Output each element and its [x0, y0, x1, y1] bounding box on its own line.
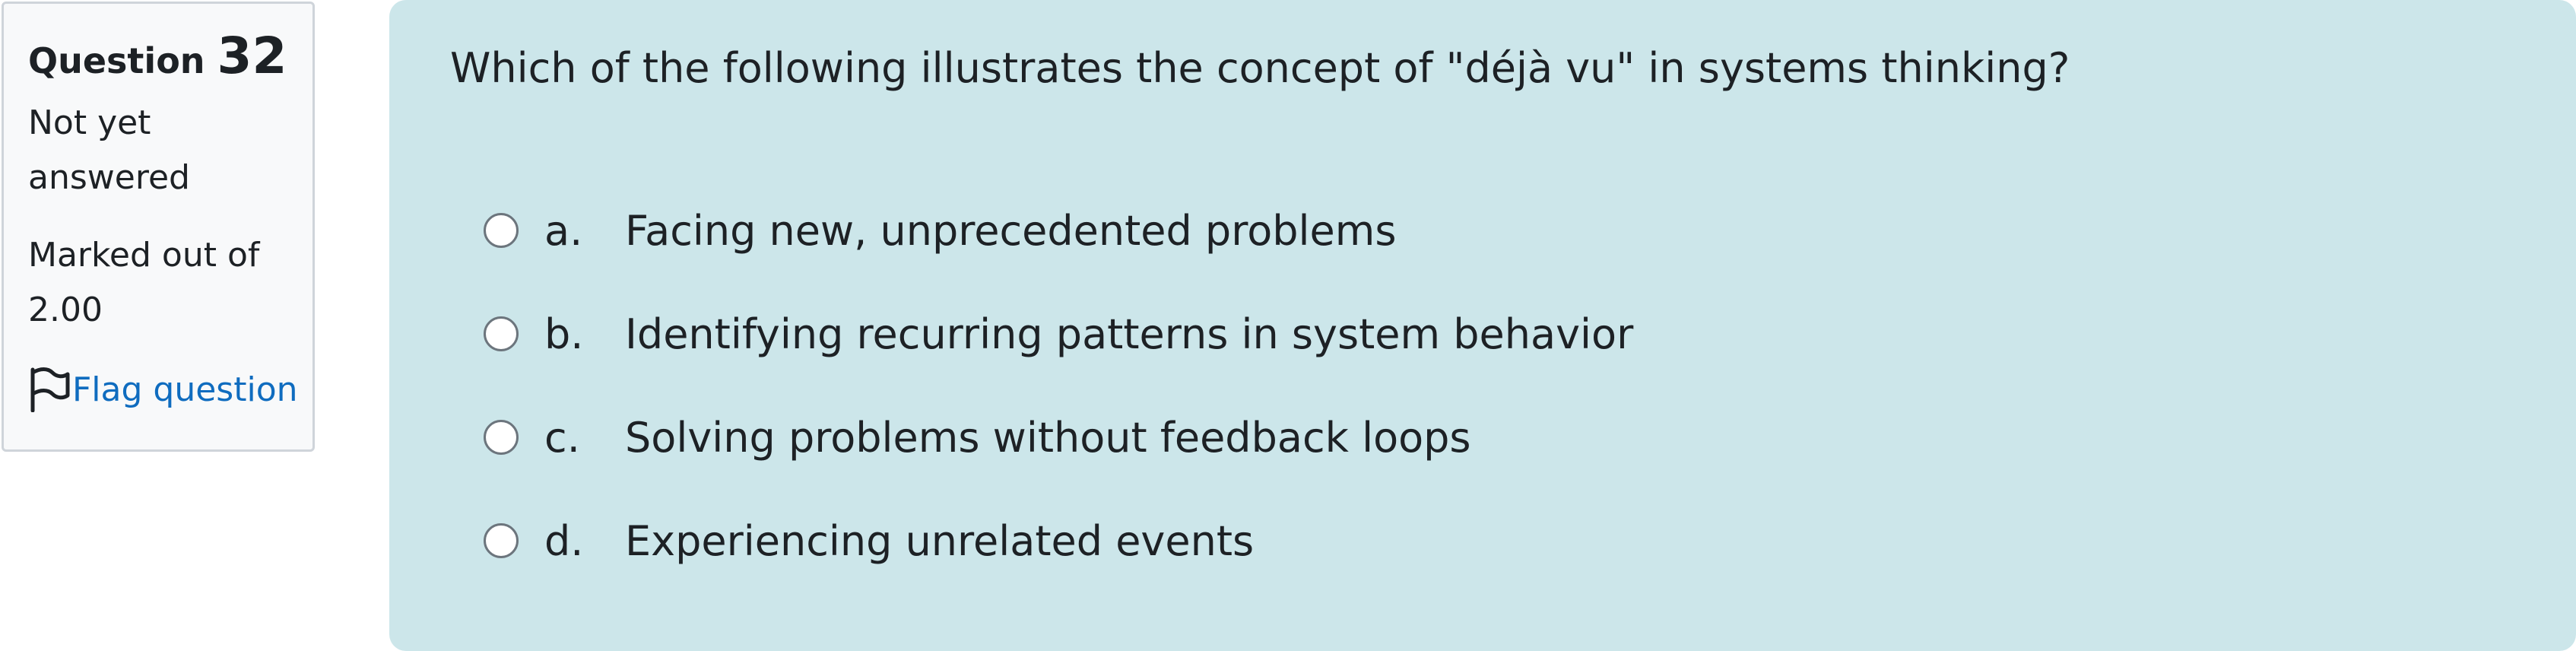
- question-content-panel: Which of the following illustrates the c…: [389, 0, 2576, 651]
- option-letter: d.: [544, 516, 584, 565]
- option-text[interactable]: Solving problems without feedback loops: [625, 413, 1471, 462]
- question-number: 32: [217, 27, 287, 85]
- answer-option-b[interactable]: b. Identifying recurring patterns in sys…: [450, 282, 2576, 386]
- question-info-box: Question 32 Not yet answered Marked out …: [2, 2, 315, 452]
- option-text[interactable]: Facing new, unprecedented problems: [625, 206, 1397, 255]
- radio-button-d[interactable]: [484, 523, 519, 558]
- answer-option-c[interactable]: c. Solving problems without feedback loo…: [450, 386, 2576, 489]
- radio-button-a[interactable]: [484, 213, 519, 248]
- flag-question-label[interactable]: Flag question: [72, 370, 298, 409]
- option-letter: b.: [544, 310, 584, 358]
- question-grade: Marked out of 2.00: [28, 236, 260, 329]
- radio-button-c[interactable]: [484, 420, 519, 455]
- question-heading: Question 32: [28, 27, 312, 85]
- answer-options: a. Facing new, unprecedented problems b.…: [450, 179, 2576, 592]
- flag-icon: [30, 367, 70, 412]
- option-text[interactable]: Experiencing unrelated events: [625, 516, 1255, 565]
- option-letter: a.: [544, 206, 583, 255]
- question-label: Question: [28, 40, 205, 81]
- flag-question-link[interactable]: Flag question: [28, 367, 312, 412]
- radio-button-b[interactable]: [484, 316, 519, 351]
- answer-option-a[interactable]: a. Facing new, unprecedented problems: [450, 179, 2576, 282]
- answer-option-d[interactable]: d. Experiencing unrelated events: [450, 489, 2576, 592]
- question-text: Which of the following illustrates the c…: [450, 44, 2070, 92]
- option-letter: c.: [544, 413, 580, 462]
- question-state: Not yet answered: [28, 103, 190, 197]
- option-text[interactable]: Identifying recurring patterns in system…: [625, 310, 1634, 358]
